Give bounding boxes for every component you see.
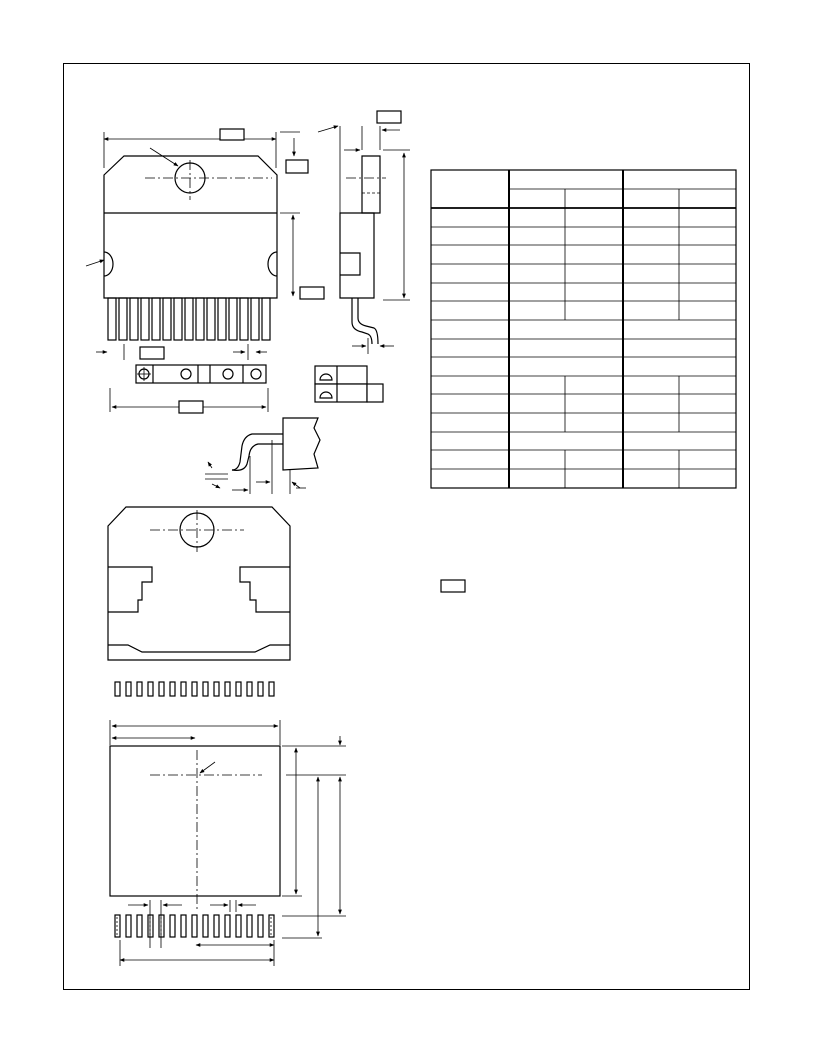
dimension-tag xyxy=(376,110,402,124)
dimension-table xyxy=(430,169,737,593)
dimension-tag xyxy=(285,159,309,174)
lead-detail-view xyxy=(205,417,321,494)
side-view xyxy=(314,110,410,403)
dimension-tag xyxy=(219,128,245,141)
dimension-tag xyxy=(299,286,325,300)
dimension-tag xyxy=(139,346,165,360)
note-tag xyxy=(440,579,466,593)
bottom-view xyxy=(109,720,346,966)
dimension-tag xyxy=(178,400,204,414)
drawing-frame xyxy=(63,63,750,990)
feature-control-frame xyxy=(135,364,267,384)
front-view xyxy=(85,128,325,414)
back-view xyxy=(107,506,291,697)
